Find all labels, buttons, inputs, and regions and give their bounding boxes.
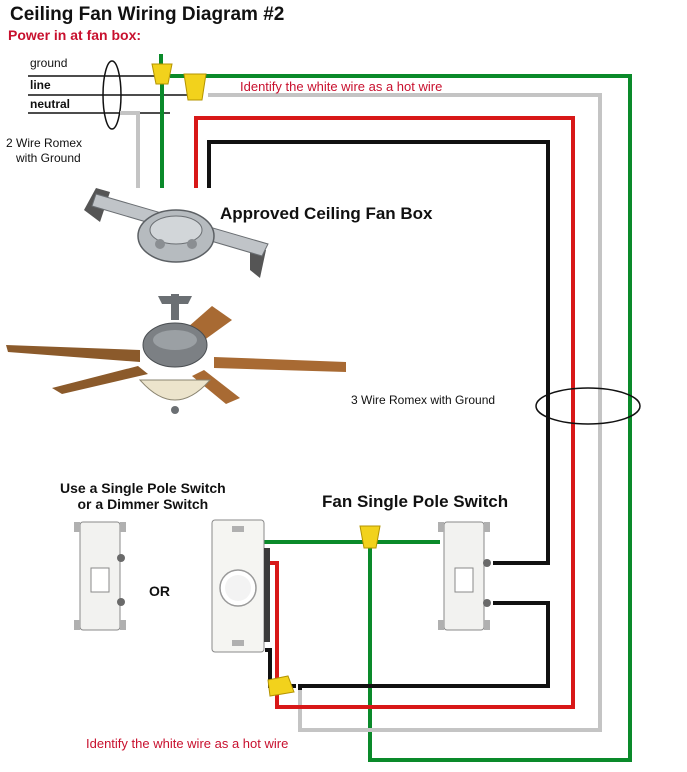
- romex-2wire-line1: 2 Wire Romex: [6, 136, 83, 150]
- romex-3wire-label: 3 Wire Romex with Ground: [351, 393, 496, 407]
- terminal-screw: [117, 598, 125, 606]
- red-run-wire: [194, 116, 575, 709]
- fan-box-label: Approved Ceiling Fan Box: [220, 204, 433, 223]
- fan-motor-ring: [153, 330, 197, 350]
- fan-blade: [6, 345, 140, 362]
- mount-tab: [438, 620, 444, 630]
- power-label: Power in at fan box:: [8, 27, 142, 43]
- toggle-lever: [90, 567, 110, 593]
- fan-single-pole-switch: [438, 521, 491, 631]
- or-label: OR: [149, 583, 170, 599]
- knockout: [187, 239, 197, 249]
- incoming-romex: [28, 60, 197, 188]
- wirenut-icon: [267, 675, 295, 697]
- identify-white-wire-top: Identify the white wire as a hot wire: [240, 79, 443, 94]
- wirenut-dimmer: [267, 675, 295, 697]
- wirenut-switch-ground: [359, 525, 381, 549]
- fan-blade: [52, 366, 148, 394]
- mount-tab: [232, 526, 244, 532]
- fan-canopy: [158, 296, 192, 304]
- wirenut-icon: [359, 525, 381, 549]
- fan-box-icon: [84, 188, 269, 278]
- mount-tab: [120, 620, 126, 630]
- fan-downrod: [171, 294, 179, 320]
- line-label: line: [30, 78, 51, 92]
- knockout: [155, 239, 165, 249]
- wirenut-ground-top: [151, 54, 173, 85]
- neutral-label: neutral: [30, 97, 71, 111]
- mount-tab: [484, 620, 490, 630]
- switch-choice-line1: Use a Single Pole Switch: [60, 480, 226, 496]
- fan-box-face: [149, 215, 203, 245]
- romex-2wire-line2: with Ground: [16, 151, 81, 165]
- neutral-to-fan-wire: [120, 111, 140, 188]
- ground-run-wire: [170, 74, 632, 762]
- white-hot-run-wire: [208, 93, 602, 732]
- mount-tab: [74, 522, 80, 532]
- romex-3wire-circle: [535, 387, 641, 425]
- nut-stub: [159, 54, 163, 68]
- identify-white-wire-bottom: Identify the white wire as a hot wire: [86, 736, 289, 751]
- wirenut-neutral-top: [183, 73, 207, 101]
- ground-label: ground: [30, 56, 68, 70]
- terminal-screw: [483, 599, 491, 607]
- switch-choice-line2: or a Dimmer Switch: [77, 496, 209, 512]
- dimmer-body: [264, 548, 270, 642]
- mount-tab: [484, 522, 490, 532]
- mount-tab: [74, 620, 80, 630]
- wirenut-icon: [151, 63, 173, 85]
- fan-switch-black-wire: [298, 601, 550, 690]
- black-run-wire: [207, 140, 550, 565]
- fan-blade: [192, 370, 240, 404]
- single-pole-switch-left: [74, 521, 126, 631]
- diagram-title: Ceiling Fan Wiring Diagram #2: [10, 4, 285, 25]
- dimmer-switch: [211, 519, 270, 653]
- fan-blade: [214, 357, 346, 372]
- fan-switch-label: Fan Single Pole Switch: [322, 492, 509, 511]
- switch-choice-label: Use a Single Pole Switch or a Dimmer Swi…: [60, 480, 226, 512]
- mount-tab: [438, 522, 444, 532]
- mount-tab: [232, 640, 244, 646]
- romex-2wire-circle: [102, 60, 122, 130]
- terminal-screw: [483, 559, 491, 567]
- fan-finial: [171, 406, 179, 414]
- ceiling-fan-icon: [6, 294, 346, 414]
- toggle-lever: [454, 567, 474, 593]
- dimmer-knob-face: [225, 575, 251, 601]
- terminal-screw: [117, 554, 125, 562]
- fan-light-globe: [138, 379, 212, 401]
- wirenut-icon: [183, 73, 207, 101]
- mount-tab: [120, 522, 126, 532]
